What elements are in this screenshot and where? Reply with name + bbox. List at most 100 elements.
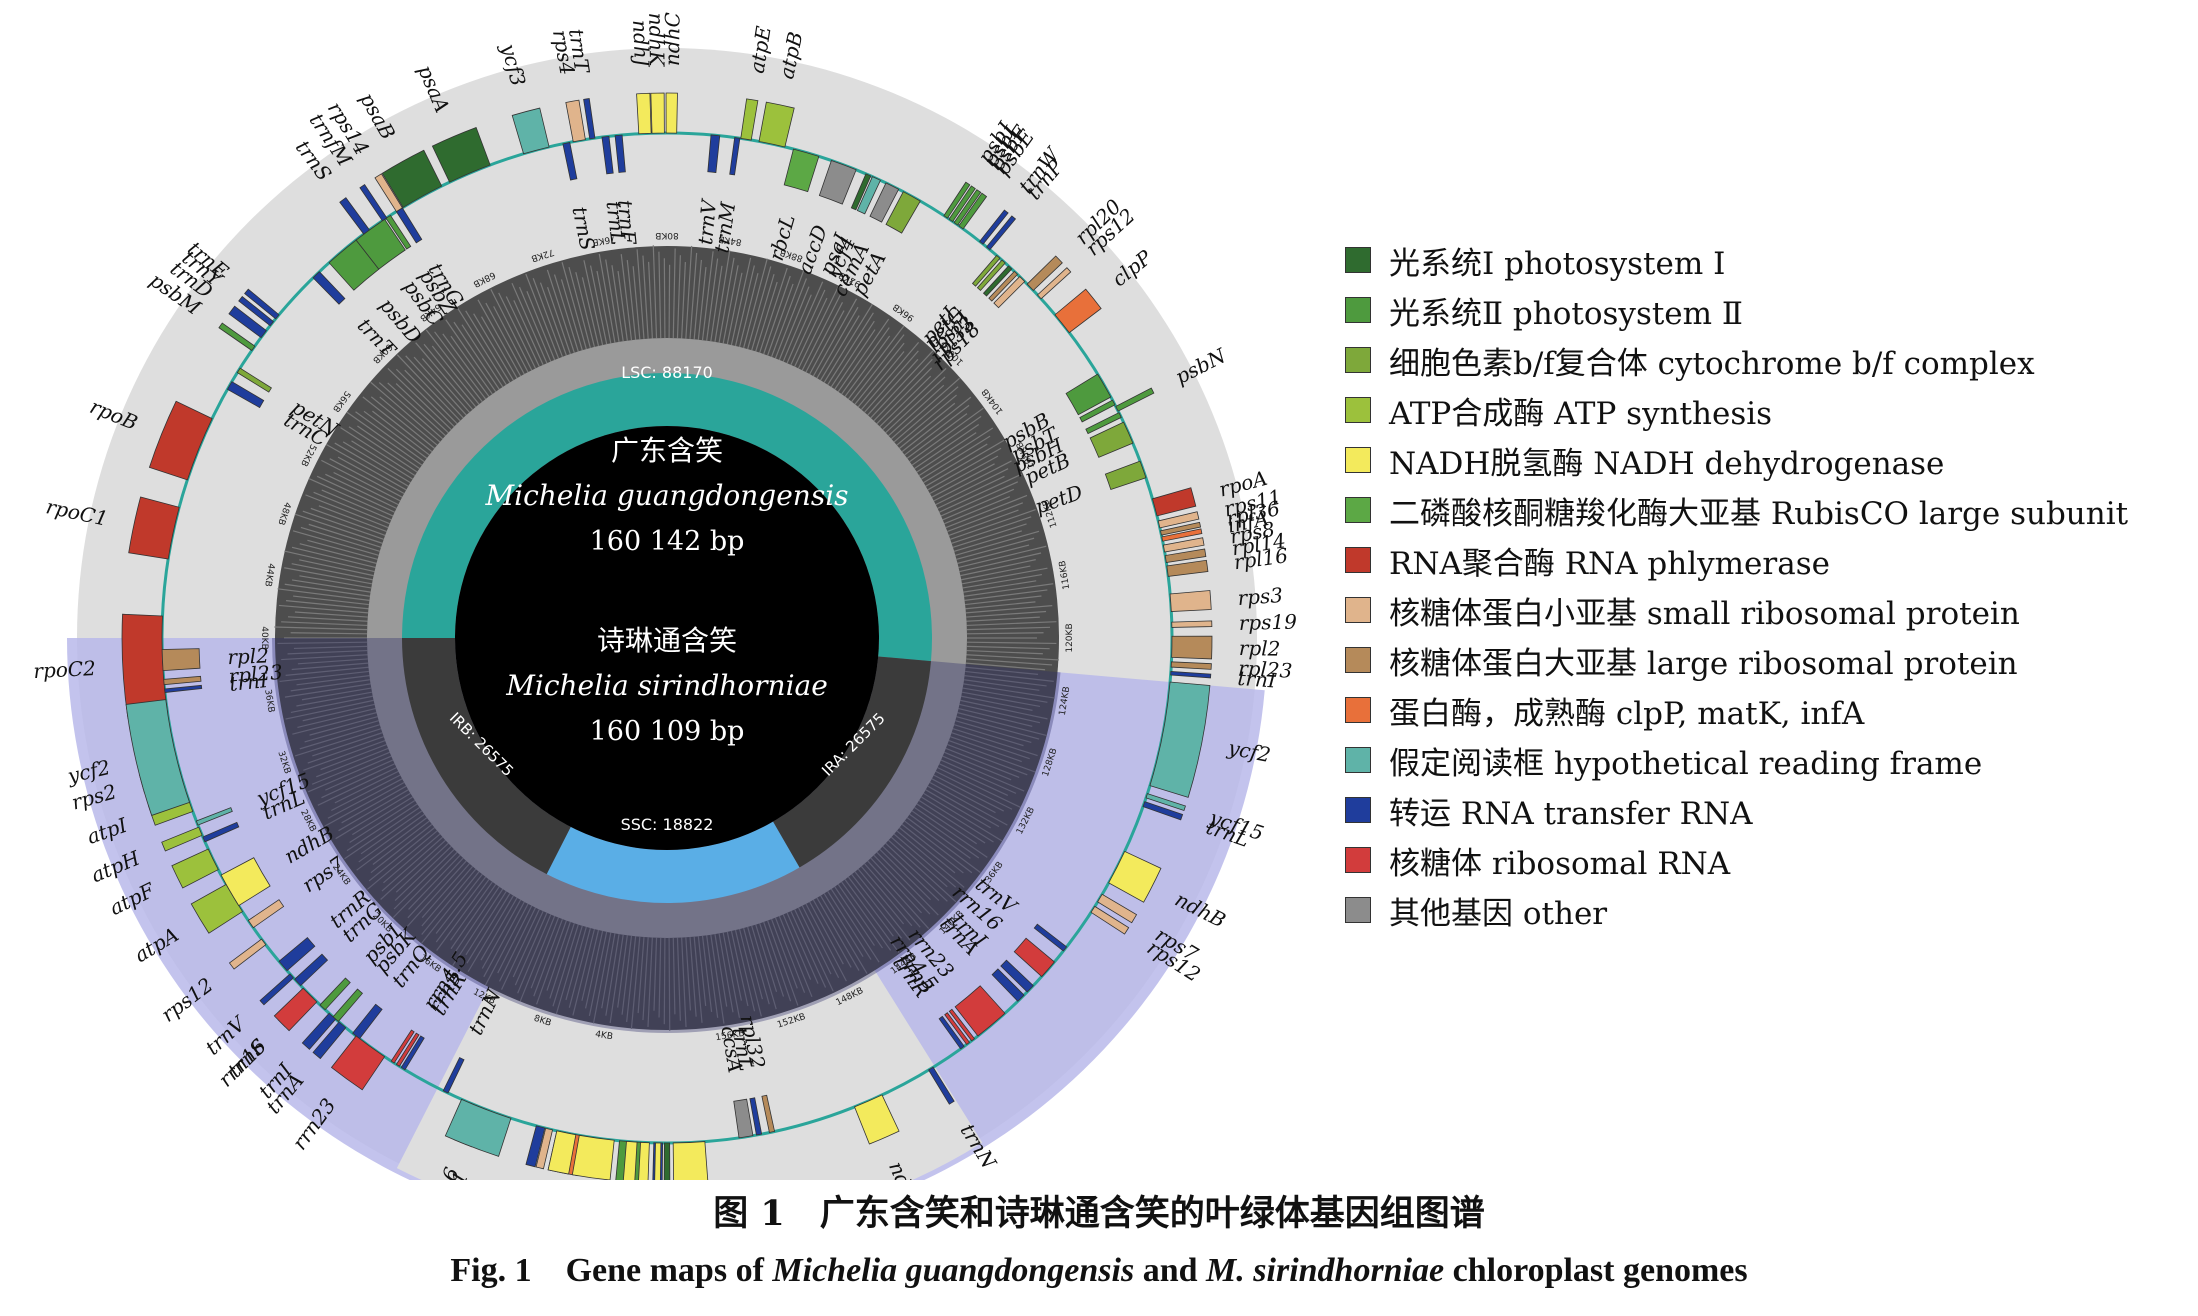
gc-bar [372, 410, 430, 456]
gc-bar [681, 262, 686, 339]
gc-bar [681, 937, 687, 1028]
gene-label: trnI [228, 668, 270, 696]
gc-bar [346, 411, 423, 466]
gene-block [444, 1098, 512, 1157]
gc-bar [360, 810, 423, 855]
gc-bar [797, 285, 840, 369]
gc-bar [911, 810, 980, 859]
gc-bar [334, 770, 399, 804]
gene-block [236, 367, 272, 393]
species-b-cn: 诗琳通含笑 [597, 624, 737, 657]
gc-bar [421, 868, 477, 935]
gc-bar [916, 432, 977, 473]
gene-block [1149, 681, 1211, 798]
gc-bar [801, 293, 842, 371]
gc-bar [362, 396, 433, 453]
gc-bar [722, 932, 741, 1018]
gc-bar [965, 595, 1042, 606]
gc-bar [498, 292, 537, 369]
gc-bar [794, 297, 828, 367]
gc-bar [809, 310, 845, 375]
legend-swatch [1345, 497, 1371, 523]
gene-block [991, 968, 1025, 1002]
gene-block [1115, 387, 1155, 412]
gc-bar [588, 931, 608, 1017]
gc-bar [636, 249, 645, 339]
gene-label: rpl23 [228, 660, 284, 689]
gene-label: trnF [613, 199, 641, 247]
gc-bar [857, 351, 905, 408]
legend-swatch [1345, 597, 1371, 623]
gene-block [312, 271, 346, 305]
gc-bar [312, 732, 383, 757]
gc-bar [436, 879, 490, 951]
gc-bar [961, 695, 1033, 711]
gc-bar [948, 509, 1019, 536]
gene-block [985, 215, 1017, 251]
gc-bar [738, 928, 762, 1017]
gc-bar [500, 909, 540, 990]
gc-bar [942, 755, 1025, 792]
gc-bar [484, 903, 529, 986]
gc-bar [435, 876, 487, 943]
gc-bar [960, 559, 1036, 577]
gc-bar [617, 270, 628, 341]
gc-bar [860, 866, 913, 927]
gc-bar [363, 410, 428, 459]
gene-block [128, 496, 180, 560]
gc-bar [966, 649, 1043, 655]
gc-bar [514, 912, 548, 986]
gene-block [601, 135, 614, 175]
gc-bar [452, 888, 504, 967]
gc-bar [337, 456, 405, 494]
gc-bar [885, 376, 946, 434]
tick-label: 76KB [592, 233, 617, 247]
gene-block [1079, 399, 1116, 423]
gc-bar [466, 893, 511, 964]
gc-bar [321, 763, 395, 799]
gc-bar [676, 255, 681, 339]
gc-bar [435, 874, 483, 934]
legend-swatch [1345, 547, 1371, 573]
gc-bar [823, 893, 864, 958]
gc-bar [962, 574, 1042, 589]
legend-label: 光系统Ⅰ photosystem Ⅰ [1389, 245, 1726, 282]
gc-bar [893, 386, 959, 443]
gene-block [301, 1012, 337, 1050]
gc-bar [830, 888, 880, 963]
gc-bar [284, 583, 371, 597]
gene-block [672, 1141, 709, 1180]
gc-bar [966, 632, 1044, 635]
gc-bar [906, 413, 968, 459]
legend-swatch [1345, 897, 1371, 923]
gc-bar [812, 899, 852, 968]
gc-bar [734, 929, 756, 1012]
gene-block [226, 381, 265, 409]
gc-bar [942, 488, 1015, 521]
gene-block [1085, 412, 1122, 435]
gc-bar [820, 895, 868, 974]
gc-bar [722, 265, 739, 344]
gene-block [993, 276, 1026, 309]
gc-bar [844, 335, 891, 397]
gc-bar [434, 331, 487, 400]
gc-bar [837, 318, 890, 392]
gc-bar [923, 792, 1003, 842]
gc-bar [931, 463, 995, 498]
species-a-cn: 广东含笑 [611, 434, 723, 467]
gc-bar [370, 823, 433, 874]
gc-bar [575, 272, 596, 348]
gene-block [885, 191, 921, 234]
gene-block [948, 185, 976, 223]
gc-bar [797, 907, 832, 975]
gc-bar [816, 897, 860, 971]
gc-bar [393, 848, 455, 910]
region-arc [402, 638, 571, 875]
gc-bar [864, 350, 919, 413]
gene-block [547, 1130, 577, 1175]
gc-bar [321, 489, 392, 521]
legend-label: ATP合成酶 ATP synthesis [1389, 395, 1773, 432]
gc-bar [956, 537, 1035, 560]
gc-bar [966, 654, 1060, 661]
gc-bar [959, 552, 1042, 573]
